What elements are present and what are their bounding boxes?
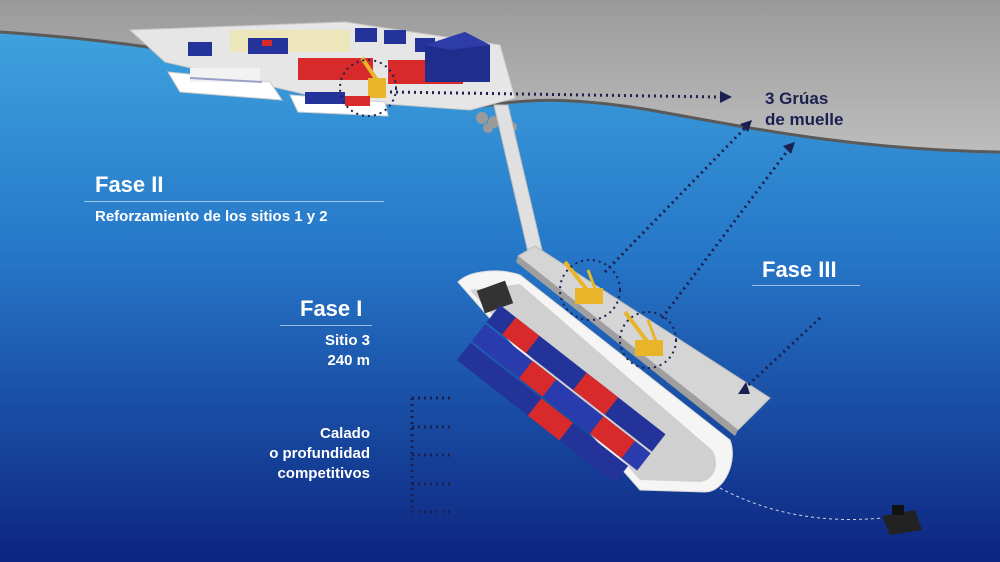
draft-label-line2: o profundidad (269, 445, 370, 462)
crane-icon (360, 56, 387, 98)
phase2-rule (84, 201, 384, 202)
phase1-rule (280, 325, 372, 326)
phase1-title: Fase I (300, 296, 363, 321)
draft-ruler (410, 396, 450, 514)
phase2-desc: Reforzamiento de los sitios 1 y 2 (95, 208, 328, 225)
cranes-label-line2: de muelle (765, 110, 844, 129)
crane-icon (623, 310, 663, 356)
draft-label-line3: competitivos (277, 465, 370, 482)
tug-boat-icon (882, 505, 922, 535)
phase2-title: Fase II (95, 172, 164, 197)
draft-label: Calado o profundidad competitivos (230, 424, 370, 484)
phase3-title: Fase III (762, 257, 837, 282)
cranes-label: 3 Grúas de muelle (765, 88, 843, 130)
ship-icon (167, 68, 283, 101)
crane-icon (563, 260, 603, 304)
warehouse-icon (425, 32, 490, 82)
draft-label-line1: Calado (319, 425, 370, 442)
container-ship (456, 270, 733, 493)
phase1-site: Sitio 3 (324, 332, 370, 349)
phase3-rule (752, 285, 860, 286)
phase1-details: Sitio 3 240 m (290, 331, 370, 371)
cranes-label-line1: 3 Grúas (765, 89, 829, 108)
phase1-length: 240 m (327, 352, 370, 369)
crane-arrows (389, 90, 822, 390)
